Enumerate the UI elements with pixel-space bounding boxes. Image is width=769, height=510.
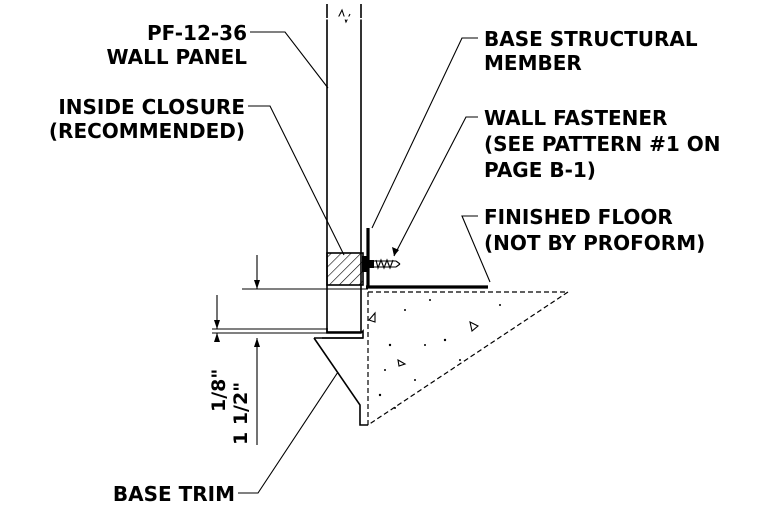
label-finished-floor-line1: FINISHED FLOOR bbox=[484, 205, 673, 229]
dimension-lines bbox=[214, 255, 368, 445]
concrete-slab bbox=[367, 291, 569, 426]
label-finished-floor-line2: (NOT BY PROFORM) bbox=[484, 231, 705, 255]
base-structural-member bbox=[366, 228, 488, 289]
wall-panel bbox=[319, 4, 368, 333]
label-wall-fastener-line2: (SEE PATTERN #1 ON bbox=[484, 132, 720, 156]
dim-one-half-inch: 1 1/2" bbox=[230, 382, 252, 445]
dim-eighth-inch: 1/8" bbox=[208, 369, 230, 412]
label-base-structural-line2: MEMBER bbox=[484, 51, 582, 75]
label-wall-panel-line2: WALL PANEL bbox=[106, 45, 247, 69]
label-wall-panel-line1: PF-12-36 bbox=[147, 21, 247, 45]
base-trim bbox=[212, 328, 368, 426]
label-wall-fastener-line3: PAGE B-1) bbox=[484, 158, 596, 182]
label-base-trim: BASE TRIM bbox=[113, 482, 235, 506]
leader-lines bbox=[238, 31, 491, 494]
wall-fastener bbox=[362, 256, 401, 272]
label-wall-fastener-line1: WALL FASTENER bbox=[484, 106, 667, 130]
inside-closure bbox=[326, 252, 364, 286]
label-base-structural-line1: BASE STRUCTURAL bbox=[484, 27, 698, 51]
label-inside-closure-line1: INSIDE CLOSURE bbox=[58, 95, 245, 119]
label-inside-closure-line2: (RECOMMENDED) bbox=[49, 119, 245, 143]
